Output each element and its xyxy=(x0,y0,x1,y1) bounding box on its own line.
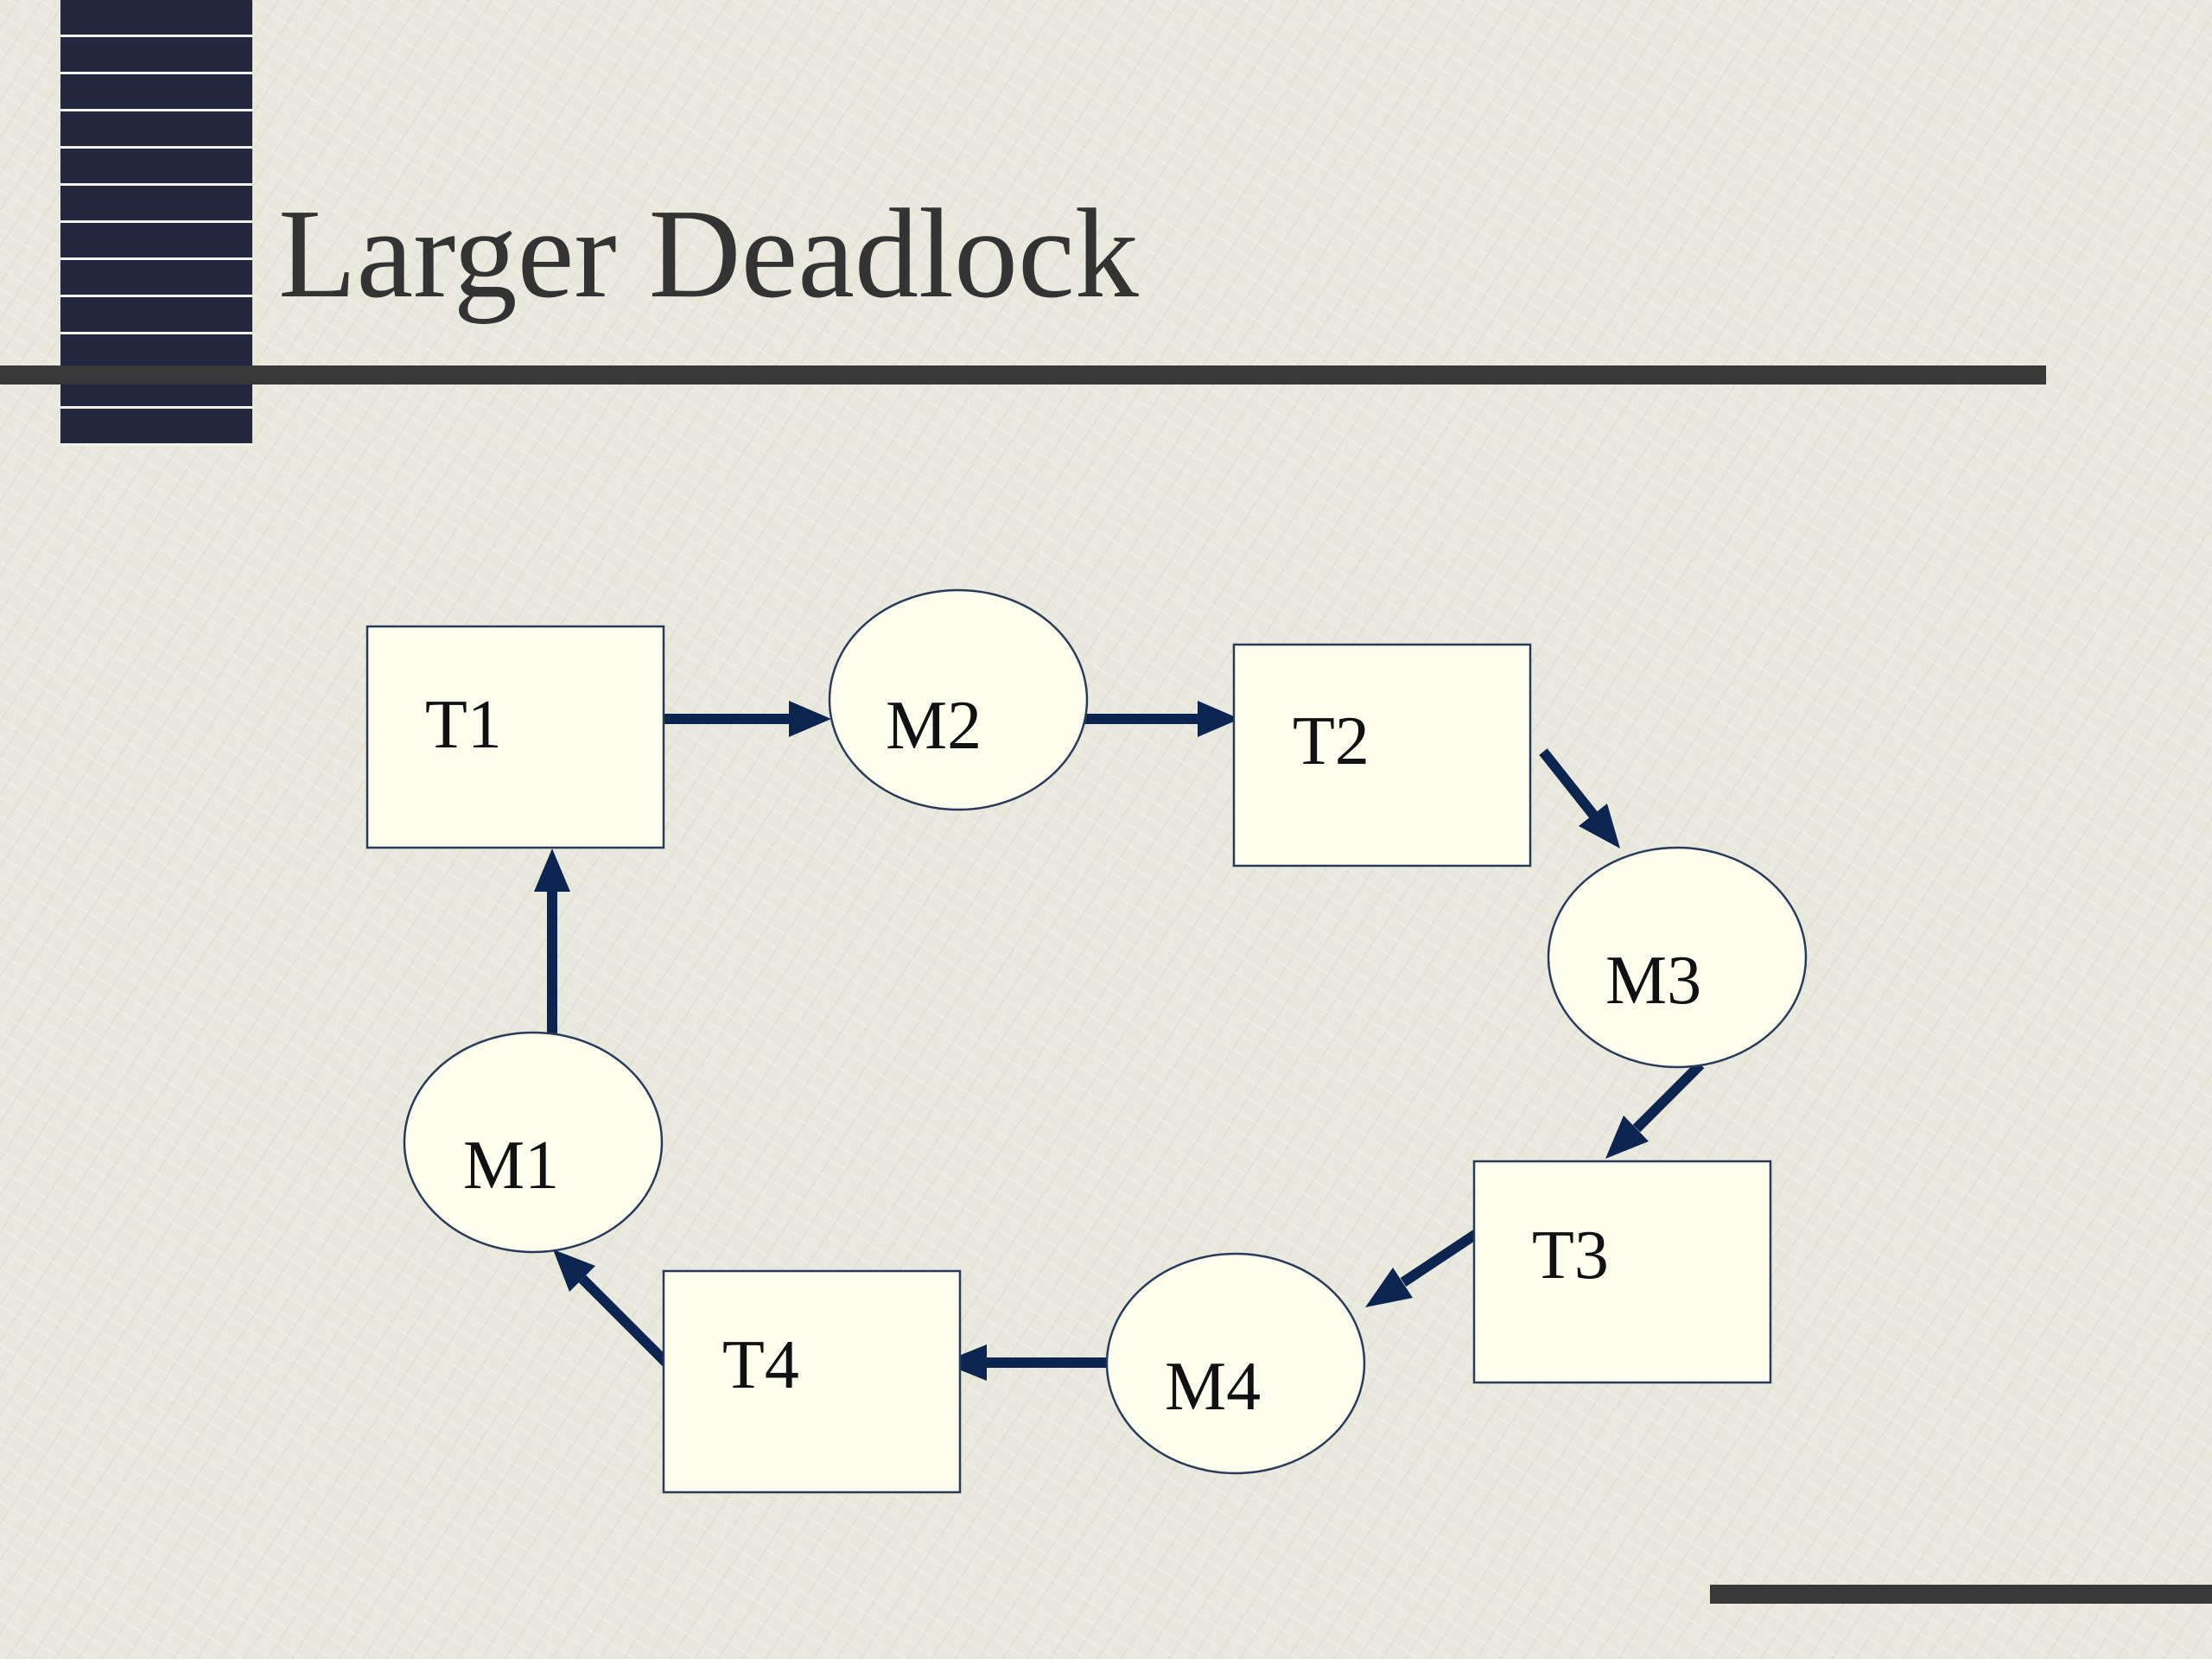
node-m2-label: M2 xyxy=(886,688,982,764)
edge-m1-to-t1 xyxy=(534,849,570,1039)
node-m1-label: M1 xyxy=(463,1128,559,1204)
bottom-right-rule xyxy=(1710,1585,2212,1604)
node-m4-label: M4 xyxy=(1165,1349,1261,1425)
node-m4: M4 xyxy=(1105,1252,1366,1475)
node-t2: T2 xyxy=(1232,643,1532,868)
node-t3: T3 xyxy=(1472,1160,1772,1384)
edge-t4-to-m1 xyxy=(553,1249,673,1370)
node-t1: T1 xyxy=(365,625,665,849)
node-m1: M1 xyxy=(403,1031,664,1254)
node-t3-label: T3 xyxy=(1532,1217,1609,1294)
node-t1-label: T1 xyxy=(425,687,502,763)
edge-m4-to-t4 xyxy=(942,1344,1130,1381)
node-t4-label: T4 xyxy=(722,1327,799,1403)
edge-m3-to-t3 xyxy=(1605,1060,1705,1159)
node-t2-label: T2 xyxy=(1293,703,1370,779)
slide-title: Larger Deadlock xyxy=(278,183,1139,325)
node-m2: M2 xyxy=(828,588,1089,811)
edge-t2-to-m3 xyxy=(1539,748,1620,849)
node-t4: T4 xyxy=(662,1269,962,1494)
node-m3-label: M3 xyxy=(1605,943,1701,1019)
node-m3: M3 xyxy=(1547,846,1808,1069)
edge-t3-to-m4 xyxy=(1365,1226,1484,1307)
edge-t1-to-m2 xyxy=(658,701,831,737)
title-underline-rule xyxy=(0,365,2046,385)
edge-m2-to-t2 xyxy=(1080,701,1240,737)
